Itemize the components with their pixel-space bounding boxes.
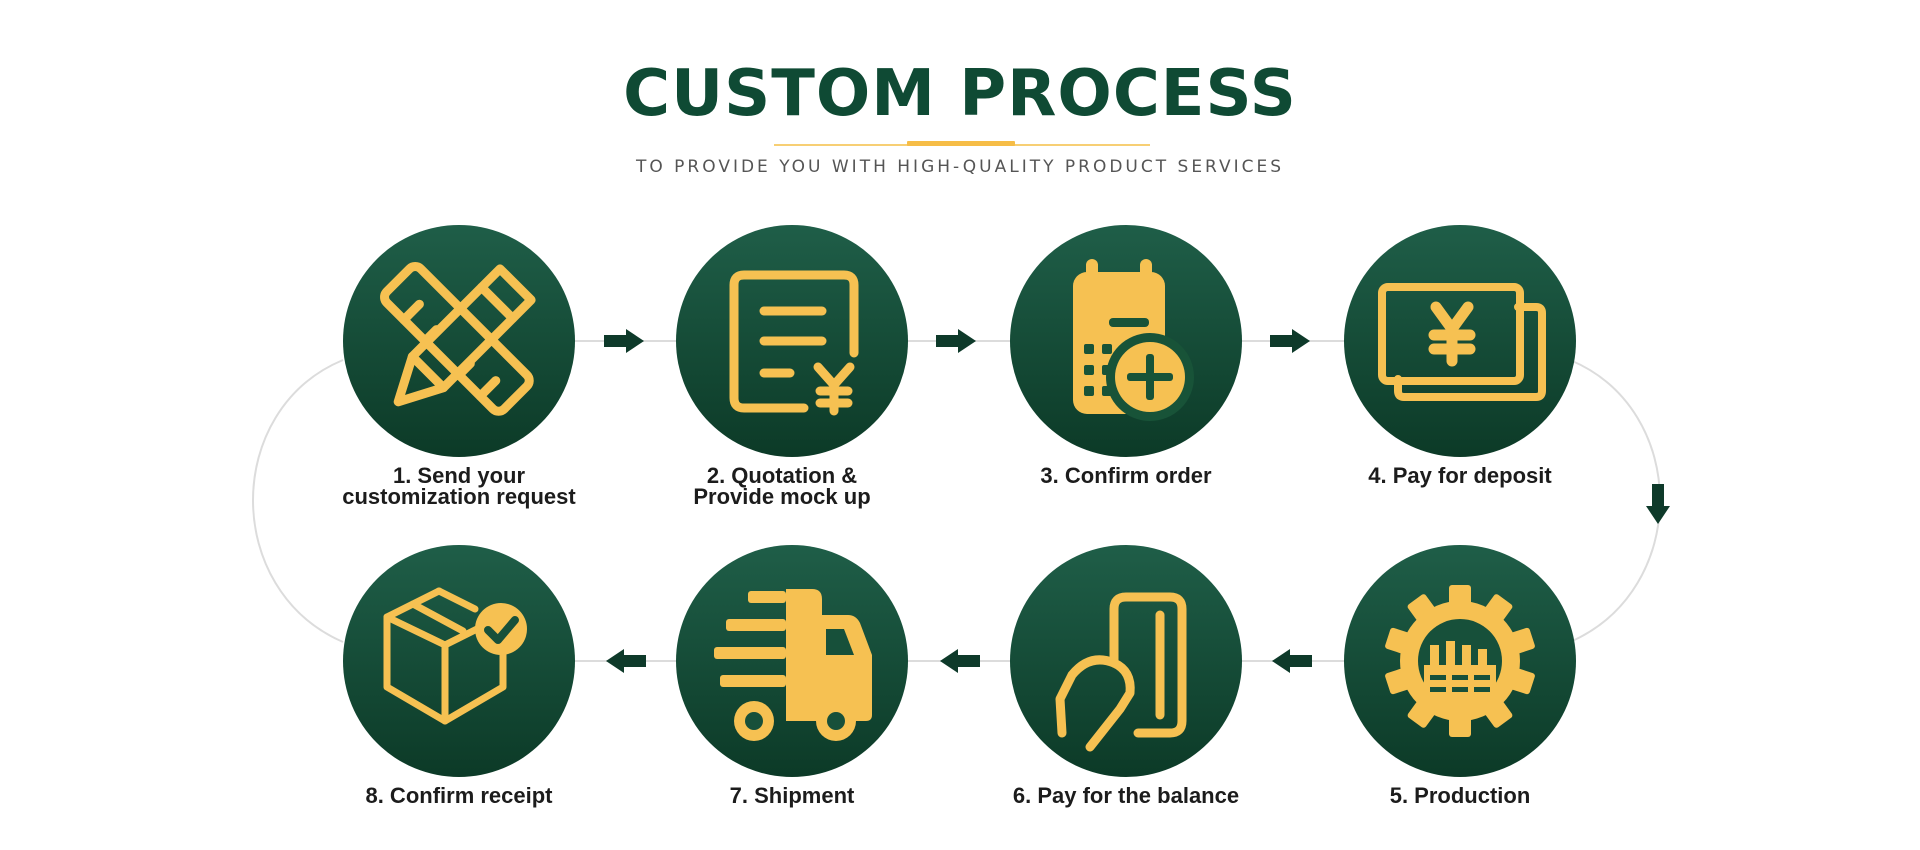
connector-curve-left — [252, 359, 344, 643]
step-2-label: 2. Quotation & Provide mock up — [632, 463, 932, 509]
arrow-down-icon — [1646, 484, 1670, 524]
step-label-line1: 5. Production — [1389, 783, 1531, 808]
step-label-line1: 1. Send your — [392, 463, 526, 488]
step-1-circle — [343, 225, 575, 457]
pencil-ruler-icon — [380, 262, 536, 416]
step-6-circle — [1010, 545, 1242, 777]
step-7-circle — [676, 545, 908, 777]
step-label-line1: 4. Pay for deposit — [1368, 463, 1552, 488]
step-5-label: 5. Production — [1310, 783, 1610, 808]
quotation-document-icon — [729, 270, 859, 416]
step-4-label: 4. Pay for deposit — [1310, 463, 1610, 488]
step-label-line1: 3. Confirm order — [1040, 463, 1212, 488]
step-label-line1: 8. Confirm receipt — [365, 783, 553, 808]
step-label-line1: 2. Quotation & — [706, 463, 858, 488]
factory-gear-icon — [1385, 585, 1535, 737]
step-8-circle — [343, 545, 575, 777]
arrow-right-icon — [1270, 329, 1310, 353]
banknote-yen-icon — [1378, 283, 1546, 401]
arrow-left-icon — [1272, 649, 1312, 673]
arrow-right-icon — [936, 329, 976, 353]
step-5-circle — [1344, 545, 1576, 777]
arrow-left-icon — [940, 649, 980, 673]
step-4-circle — [1344, 225, 1576, 457]
title-divider-accent — [907, 141, 1015, 146]
hand-phone-icon — [1055, 592, 1187, 752]
calendar-add-icon — [1073, 259, 1194, 421]
arrow-right-icon — [604, 329, 644, 353]
box-check-icon — [383, 587, 527, 725]
step-1-label: 1. Send your customization request — [309, 463, 609, 509]
step-label-line2: Provide mock up — [693, 484, 871, 509]
page-title: CUSTOM PROCESS — [623, 57, 1297, 131]
arrow-left-icon — [606, 649, 646, 673]
step-label-line1: 7. Shipment — [729, 783, 855, 808]
step-3-label: 3. Confirm order — [976, 463, 1276, 488]
step-6-label: 6. Pay for the balance — [976, 783, 1276, 808]
step-8-label: 8. Confirm receipt — [309, 783, 609, 808]
step-label-line2: customization request — [342, 484, 576, 509]
step-2-circle — [676, 225, 908, 457]
page-subtitle: TO PROVIDE YOU WITH HIGH-QUALITY PRODUCT… — [636, 157, 1284, 177]
delivery-truck-icon — [714, 589, 872, 741]
step-7-label: 7. Shipment — [642, 783, 942, 808]
step-3-circle — [1010, 225, 1242, 457]
step-label-line1: 6. Pay for the balance — [1012, 783, 1240, 808]
connector-curve-right — [1569, 359, 1661, 643]
